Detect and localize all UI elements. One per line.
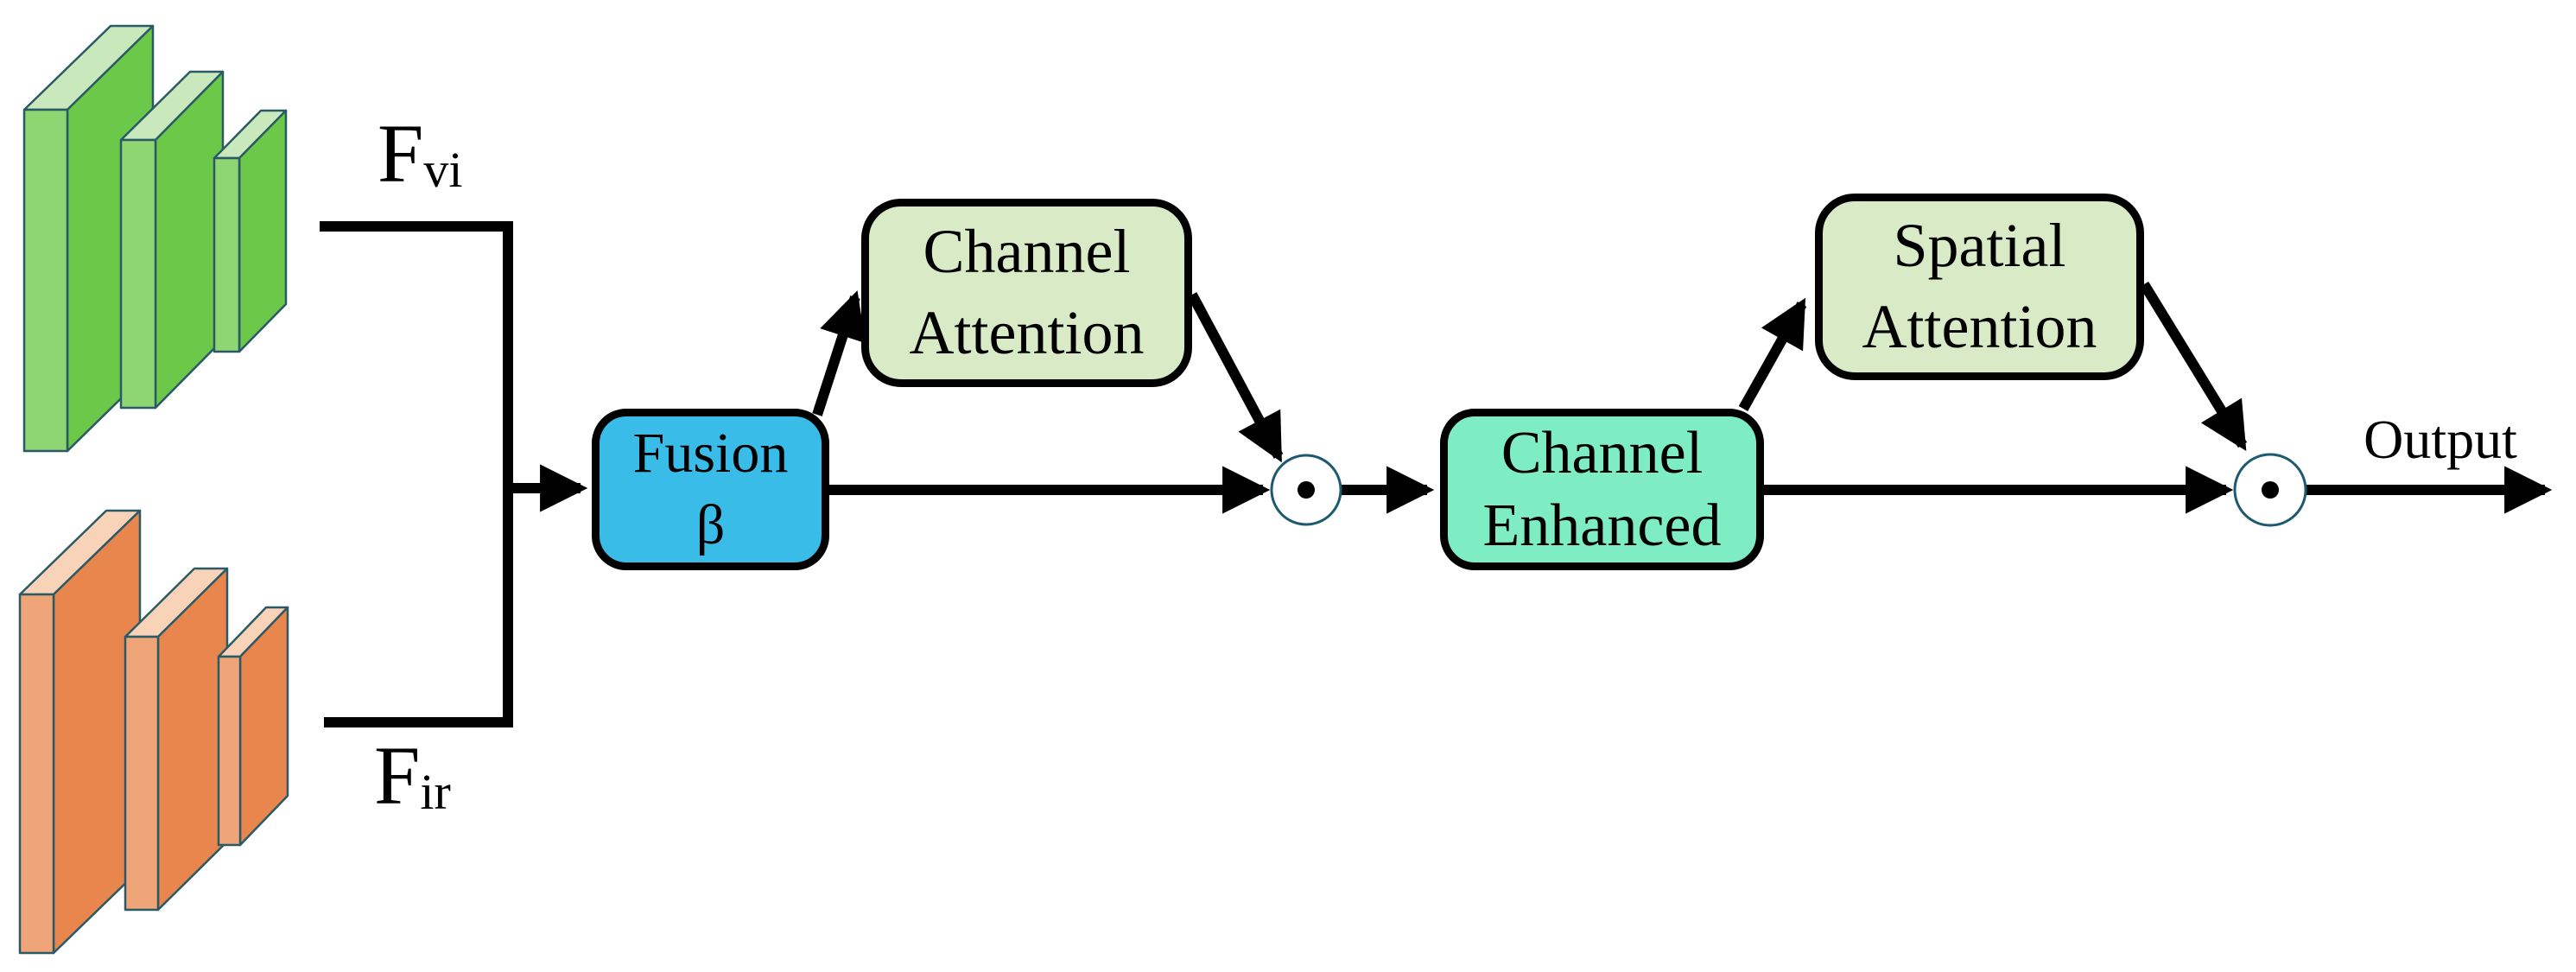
infrared-feature-stack-icon xyxy=(18,509,289,955)
infrared-features-label: Fir xyxy=(374,727,451,823)
channel-enhanced-label-line2: Enhanced xyxy=(1482,492,1722,559)
infrared-features-symbol: F xyxy=(374,729,421,822)
spatial-attention-node: Spatial Attention xyxy=(1815,194,2144,380)
infrared-features-subscript: ir xyxy=(420,764,451,820)
fusion-node-label-line1: Fusion xyxy=(632,422,789,485)
channel-enhanced-node: Channel Enhanced xyxy=(1440,409,1764,570)
fusion-node: Fusion β xyxy=(592,409,829,570)
elementwise-product-icon-2 xyxy=(2233,453,2307,527)
visible-features-label: Fvi xyxy=(378,105,463,201)
fusion-node-label-line2: β xyxy=(695,492,726,556)
visible-features-symbol: F xyxy=(378,107,424,200)
visible-feature-stack-icon xyxy=(22,24,288,453)
orange-slab-1 xyxy=(18,509,142,955)
orange-slab-3 xyxy=(217,606,289,847)
channel-attention-node: Channel Attention xyxy=(861,199,1192,387)
output-label: Output xyxy=(2363,409,2517,470)
flow-arrows xyxy=(513,281,2553,514)
arrow-fusion-to-channel-attention xyxy=(812,290,866,416)
arrow-channel-attention-to-product1 xyxy=(1187,292,1284,463)
green-slab-3 xyxy=(213,109,288,353)
arrow-spatial-attention-to-product2 xyxy=(2139,281,2248,452)
green-slab-2 xyxy=(119,70,225,410)
input-merge-lines xyxy=(320,221,513,727)
channel-enhanced-label-line1: Channel xyxy=(1501,419,1704,486)
spatial-attention-label-line2: Attention xyxy=(1862,292,2097,361)
channel-attention-label-line1: Channel xyxy=(923,217,1131,287)
visible-features-subscript: vi xyxy=(423,142,463,198)
elementwise-product-icon-1 xyxy=(1270,454,1342,526)
spatial-attention-label-line1: Spatial xyxy=(1893,211,2066,281)
arrow-enhanced-to-spatial-attention xyxy=(1738,297,1807,411)
channel-attention-label-line2: Attention xyxy=(909,298,1145,367)
